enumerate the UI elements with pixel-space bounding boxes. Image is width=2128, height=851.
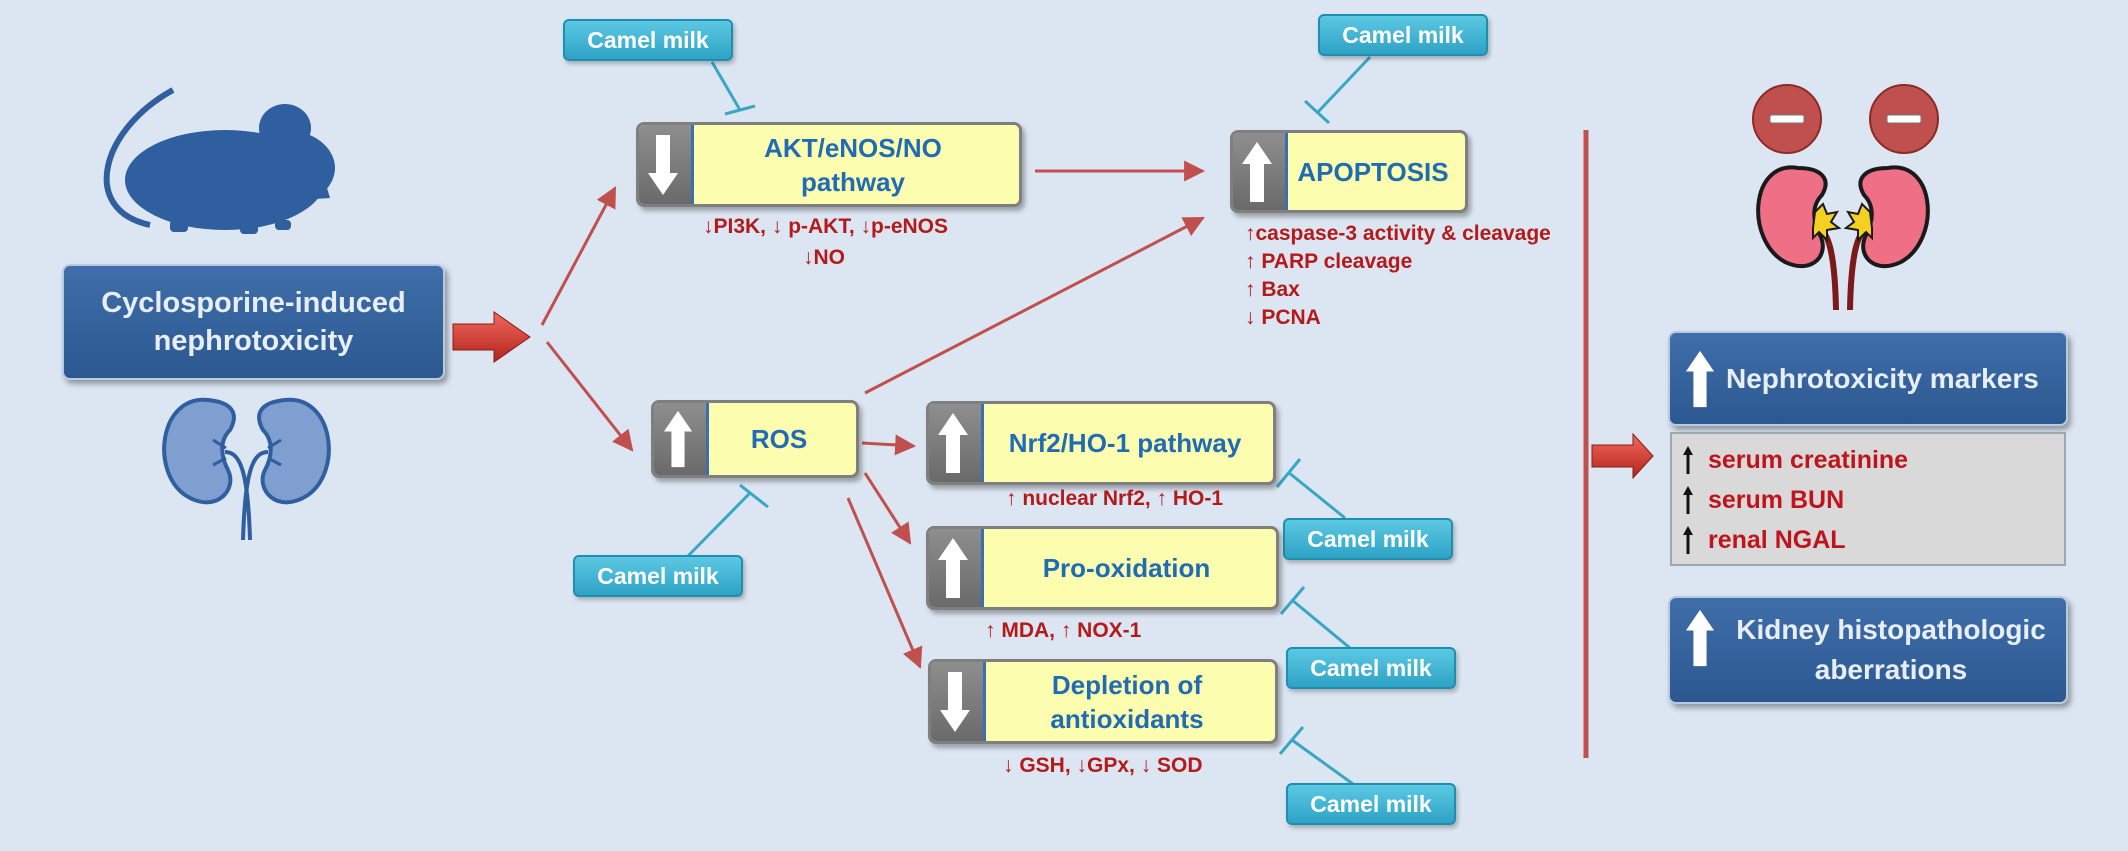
marker-row: serum creatinine	[1682, 442, 1908, 478]
cause-box: Cyclosporine-induced nephrotoxicity	[62, 264, 445, 380]
camel-milk-nrf2: Camel milk	[1283, 518, 1453, 560]
main-arrow	[452, 311, 531, 363]
nephrotoxicity-markers-label: Nephrotoxicity markers	[1726, 362, 2039, 394]
cause-title-line1: Cyclosporine-induced	[101, 287, 406, 319]
nephrotoxicity-markers-box: Nephrotoxicity markers	[1668, 331, 2068, 426]
histopathology-line2: aberrations	[1814, 654, 1968, 685]
down-arrow-icon	[648, 134, 678, 195]
down-arrow-icon	[940, 671, 970, 732]
marker-label: serum creatinine	[1708, 445, 1909, 474]
marker-row: renal NGAL	[1682, 522, 1846, 558]
mouse-icon	[103, 87, 335, 234]
nephrotoxicity-markers-list: serum creatinine serum BUN renal NGAL	[1670, 432, 2066, 566]
minus-circle-icon	[1752, 84, 1822, 154]
nrf2-label: Nrf2/HO-1 pathway	[1008, 428, 1242, 458]
kidney-colored-icon	[1756, 165, 1930, 311]
arrow-ros-apoptosis	[864, 216, 1205, 395]
up-arrow-icon	[938, 413, 968, 473]
inhibit-line-ros	[686, 491, 752, 558]
up-arrow-icon	[663, 410, 693, 468]
cause-title-line2: nephrotoxicity	[153, 325, 354, 357]
apoptosis-marker: ↓ PCNA	[1245, 306, 1321, 329]
inhibit-line-apoptosis	[1316, 55, 1372, 114]
apoptosis-label: APOPTOSIS	[1297, 156, 1449, 187]
up-arrow-icon	[1685, 609, 1715, 667]
camel-milk-prooxidation: Camel milk	[1286, 647, 1456, 689]
marker-label: serum BUN	[1708, 485, 1845, 514]
inhibit-bar-akt	[724, 104, 756, 116]
arrow-ros-nrf2	[861, 434, 917, 456]
up-arrow-icon	[1683, 446, 1693, 474]
antioxidants-box: Depletion of antioxidants	[928, 659, 1278, 744]
up-arrow-icon	[1683, 526, 1693, 554]
antioxidants-markers: ↓ GSH, ↓GPx, ↓ SOD	[1003, 754, 1203, 777]
inhibit-bar-prooxidation	[1279, 586, 1306, 615]
inhibit-line-antioxidants	[1291, 738, 1354, 786]
prooxidation-label: Pro-oxidation	[1042, 553, 1211, 583]
marker-row: serum BUN	[1682, 482, 1844, 518]
arrow-to-ros	[545, 341, 634, 452]
inhibit-line-nrf2	[1287, 470, 1346, 520]
akt-pathway-box: AKT/eNOS/NO pathway	[636, 122, 1022, 207]
akt-label-line1: AKT/eNOS/NO	[764, 132, 942, 163]
marker-label: renal NGAL	[1708, 525, 1846, 554]
arrow-ros-prooxidation	[863, 472, 912, 545]
apoptosis-box: APOPTOSIS	[1230, 130, 1468, 213]
akt-label-line2: pathway	[800, 166, 906, 197]
up-arrow-icon	[1685, 350, 1715, 407]
apoptosis-marker: ↑ PARP cleavage	[1245, 250, 1413, 273]
ros-box: ROS	[651, 400, 859, 478]
arrow-ros-antioxidants	[846, 497, 923, 669]
up-arrow-icon	[1242, 141, 1272, 202]
inhibit-bar-nrf2	[1275, 458, 1302, 488]
inhibit-line-prooxidation	[1291, 598, 1351, 650]
prooxidation-box: Pro-oxidation	[926, 526, 1279, 610]
antioxidants-label-line1: Depletion of	[1051, 669, 1203, 700]
histopathology-box: Kidney histopathologic aberrations	[1668, 596, 2068, 704]
apoptosis-markers: ↑caspase-3 activity & cleavage ↑ PARP cl…	[1245, 220, 1551, 332]
camel-milk-ros: Camel milk	[573, 555, 743, 597]
up-arrow-icon	[1683, 486, 1693, 514]
up-arrow-icon	[938, 538, 968, 598]
akt-markers-line2: ↓NO	[803, 246, 845, 269]
inhibit-bar-antioxidants	[1278, 726, 1305, 755]
apoptosis-marker: ↑caspase-3 activity & cleavage	[1245, 222, 1551, 245]
antioxidants-label-line2: antioxidants	[1050, 703, 1204, 734]
nrf2-box: Nrf2/HO-1 pathway	[926, 401, 1276, 485]
histopathology-line1: Kidney histopathologic	[1736, 614, 2046, 645]
camel-milk-apoptosis: Camel milk	[1318, 14, 1488, 56]
camel-milk-antioxidants: Camel milk	[1286, 783, 1456, 825]
nrf2-markers: ↑ nuclear Nrf2, ↑ HO-1	[1006, 487, 1224, 510]
arrow-to-akt	[540, 186, 617, 326]
inhibit-bar-apoptosis	[1303, 99, 1331, 125]
kidney-outline-icon	[162, 397, 331, 541]
minus-circle-icon	[1869, 84, 1939, 154]
apoptosis-marker: ↑ Bax	[1245, 278, 1300, 301]
ros-label: ROS	[750, 424, 808, 454]
akt-markers-line1: ↓PI3K, ↓ p-AKT, ↓p-eNOS	[703, 215, 949, 238]
inhibit-bar-ros	[739, 483, 769, 509]
outcome-arrow	[1591, 432, 1654, 480]
inhibit-line-akt	[710, 61, 742, 111]
camel-milk-akt: Camel milk	[563, 19, 733, 61]
prooxidation-markers: ↑ MDA, ↑ NOX-1	[985, 619, 1142, 642]
